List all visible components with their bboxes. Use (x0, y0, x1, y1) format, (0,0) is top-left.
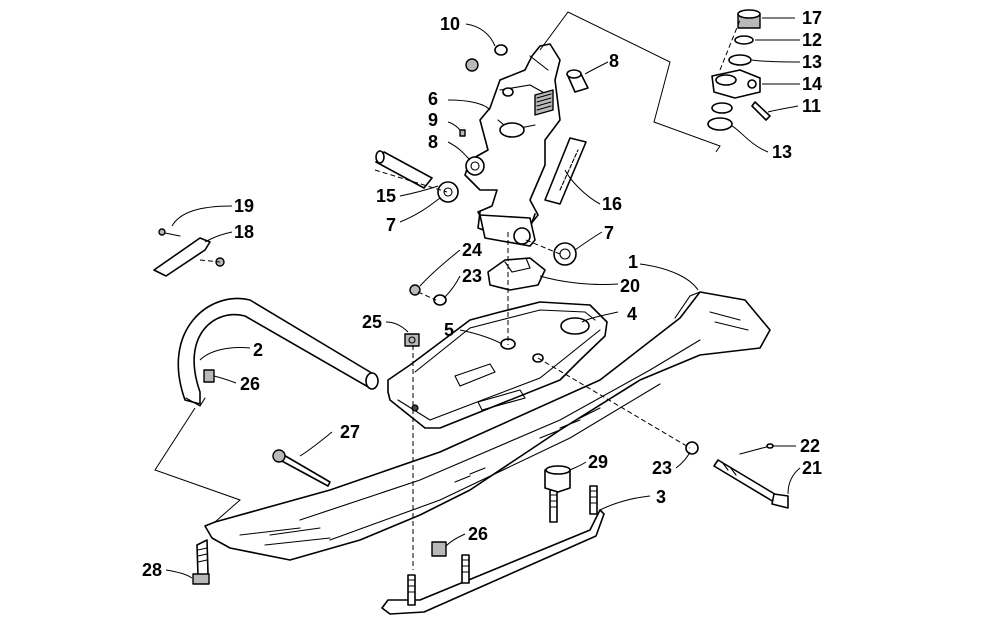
callout-26-lower: 26 (468, 524, 488, 544)
bolt-27 (272, 449, 331, 487)
callout-13-upper: 13 (802, 52, 822, 72)
callout-11: 11 (802, 96, 821, 116)
nut-26-loop (203, 369, 215, 383)
nut-24 (409, 284, 421, 296)
washer-10 (494, 44, 508, 56)
screw-19 (158, 228, 181, 237)
callout-18: 18 (234, 222, 254, 242)
callout-27: 27 (340, 422, 360, 442)
ski-saddle (387, 301, 608, 429)
callout-17: 17 (802, 8, 822, 28)
callout-19: 19 (234, 196, 254, 216)
callout-7-right: 7 (604, 223, 614, 243)
connector-lines (154, 11, 721, 523)
callout-3: 3 (656, 487, 666, 507)
bushing-7-right (553, 242, 577, 266)
callout-12: 12 (802, 30, 822, 50)
clamp-14 (711, 69, 761, 99)
ski-loop (177, 297, 379, 407)
ski-spindle (464, 43, 561, 237)
nut-10 (465, 58, 479, 72)
handle-bracket-18 (153, 237, 225, 277)
callout-29: 29 (588, 452, 608, 472)
callout-8-lower: 8 (428, 132, 438, 152)
callout-13-lower: 13 (772, 142, 792, 162)
callout-21: 21 (802, 458, 822, 478)
callout-2: 2 (253, 340, 263, 360)
callout-1: 1 (628, 252, 638, 272)
callout-8-upper: 8 (609, 51, 619, 71)
callout-5: 5 (444, 320, 454, 340)
callout-6: 6 (428, 89, 438, 109)
bushing-8 (465, 156, 485, 176)
bolt-21 (713, 459, 789, 509)
callout-24: 24 (462, 240, 482, 260)
washer-13-upper (728, 54, 752, 66)
washer-23-left (433, 294, 447, 306)
washer-13-lower (707, 102, 733, 131)
bushing-upper-8 (566, 69, 589, 93)
washer-23-right (685, 441, 699, 455)
alignment-lines (199, 19, 741, 570)
callout-15: 15 (376, 186, 396, 206)
callout-16: 16 (602, 194, 622, 214)
callout-28: 28 (142, 560, 162, 580)
callout-23-left: 23 (462, 266, 482, 286)
o-ring-12 (734, 35, 754, 45)
cap-17 (737, 9, 761, 29)
ski-body (204, 291, 771, 561)
callout-4: 4 (627, 304, 637, 324)
screw-11 (751, 101, 771, 121)
nut-26-ski (431, 541, 447, 557)
cotter-pin-22 (739, 443, 774, 455)
ski-stop (487, 257, 546, 291)
callout-26-upper: 26 (240, 374, 260, 394)
callout-10: 10 (440, 14, 460, 34)
callout-7-left: 7 (386, 215, 396, 235)
grease-fitting-9 (459, 129, 466, 137)
spacer-29 (544, 465, 571, 493)
wear-bar (381, 485, 605, 615)
callout-20: 20 (620, 276, 640, 296)
nut-25 (404, 333, 420, 347)
leader-lines (165, 17, 801, 579)
callout-25: 25 (362, 312, 382, 332)
spindle-pin (375, 150, 433, 189)
callout-9: 9 (428, 110, 438, 130)
callout-labels: 1 2 3 4 5 6 7 7 8 8 9 10 11 12 13 13 14 … (142, 8, 822, 580)
callout-22: 22 (800, 436, 820, 456)
callout-23-right: 23 (652, 458, 672, 478)
bushing-7-left (437, 181, 459, 203)
bolt-28 (192, 539, 210, 585)
callout-14: 14 (802, 74, 822, 94)
